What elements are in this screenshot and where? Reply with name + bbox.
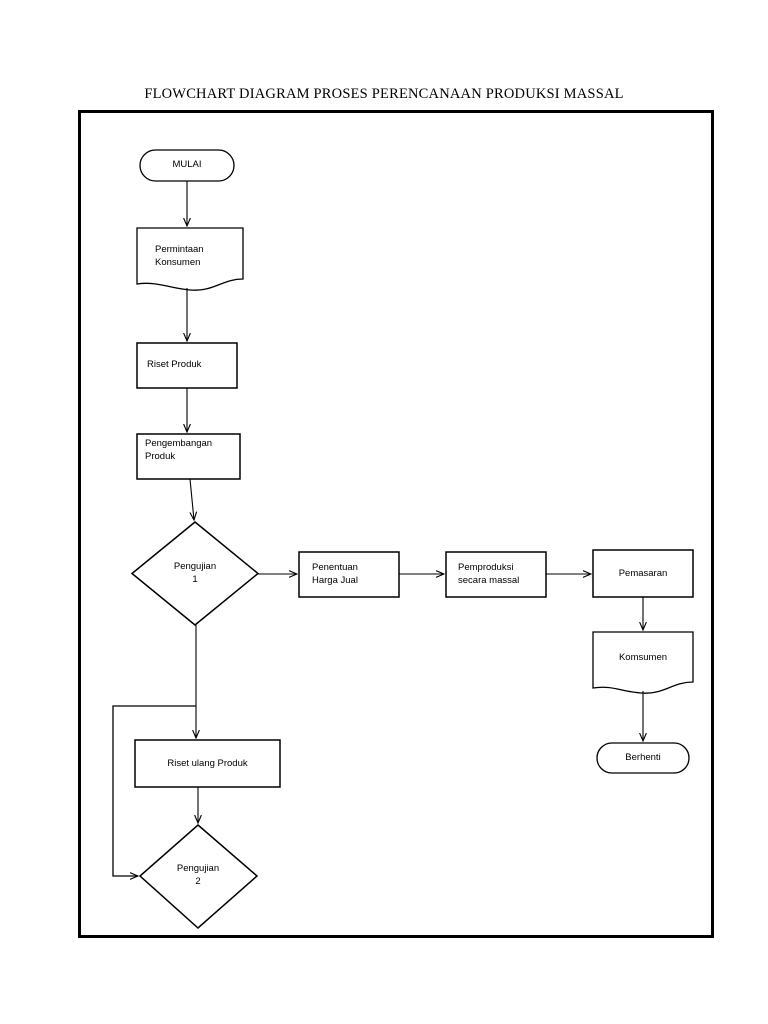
node-mulai-shape[interactable] bbox=[139, 149, 235, 182]
edge-pengujian-2-feedback-loop bbox=[112, 705, 196, 876]
node-permintaan-shape[interactable] bbox=[136, 227, 244, 291]
node-berhenti-shape[interactable] bbox=[596, 742, 690, 774]
node-pengujian-2-shape[interactable] bbox=[138, 824, 259, 930]
node-pemproduksi-shape[interactable] bbox=[445, 551, 547, 598]
node-pengujian-1-shape[interactable] bbox=[130, 521, 260, 626]
edge-pengembangan-pengujian-1 bbox=[190, 478, 194, 520]
diagram-border bbox=[78, 110, 714, 938]
node-pengembangan-shape[interactable] bbox=[136, 433, 241, 480]
node-pemasaran-shape[interactable] bbox=[592, 549, 694, 598]
page-title: FLOWCHART DIAGRAM PROSES PERENCANAAN PRO… bbox=[144, 86, 624, 102]
node-penentuan-harga-shape[interactable] bbox=[298, 551, 400, 598]
node-riset-produk-shape[interactable] bbox=[136, 342, 238, 389]
node-riset-ulang-shape[interactable] bbox=[134, 739, 281, 788]
node-komsumen-shape[interactable] bbox=[592, 631, 694, 694]
